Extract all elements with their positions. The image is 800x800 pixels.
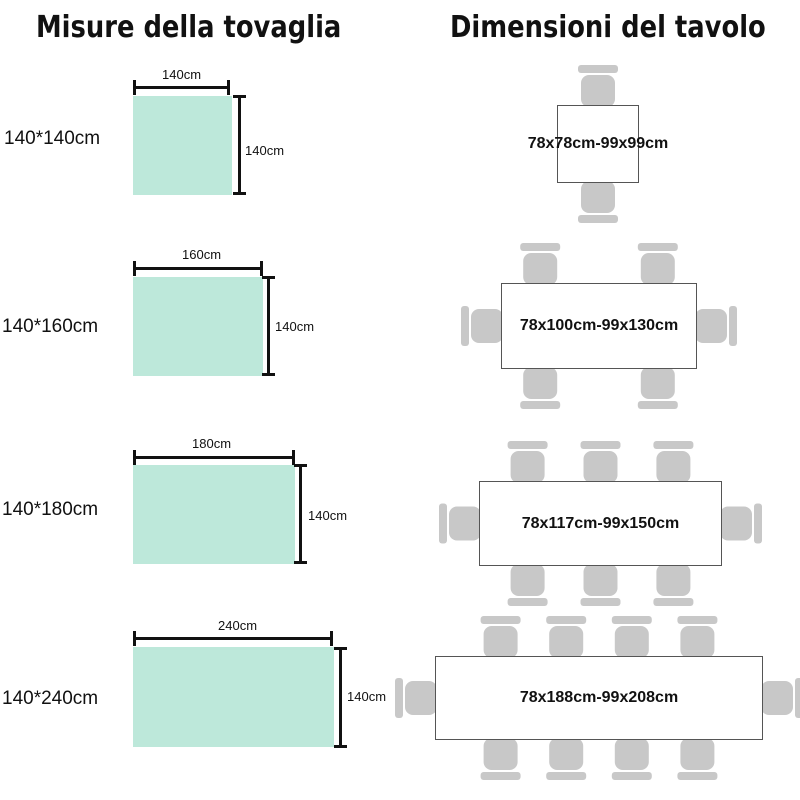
left-header: Misure della tovaglia [36,10,342,45]
chair-top-row-4-4 [677,616,718,658]
height-label-row-3: 140cm [308,508,348,523]
chair-right-row-4 [761,678,800,718]
size-label-row-4: 140*240cm [2,688,99,709]
height-bar-row-2 [262,276,275,376]
chair-left-row-2 [461,306,503,346]
width-bar-row-2 [133,261,263,276]
width-bar-row-3 [133,450,295,465]
right-header: Dimensioni del tavolo [450,10,766,45]
height-label-row-4: 140cm [347,689,387,704]
chair-top-row-4-3 [611,616,652,658]
height-bar-row-4 [334,647,347,748]
table-row-4: 78x188cm-99x208cm [435,656,763,740]
table-label-row-1: 78x78cm-99x99cm [527,135,669,152]
table-row-3: 78x117cm-99x150cm [479,481,722,566]
chair-bottom-row-3-2 [580,564,621,606]
height-label-row-1: 140cm [245,143,285,158]
chair-bottom-row-2-2 [637,367,678,409]
table-label-row-2: 78x100cm-99x130cm [519,317,679,334]
width-label-row-1: 140cm [162,67,202,82]
chair-bottom-row-2-1 [520,367,561,409]
tablecloth-row-3 [133,465,295,564]
table-label-row-4: 78x188cm-99x208cm [519,689,679,706]
table-row-1: 78x78cm-99x99cm [528,105,668,183]
size-label-row-1: 140*140cm [4,128,101,149]
height-label-row-2: 140cm [275,319,315,334]
width-label-row-4: 240cm [218,618,258,633]
chair-bottom-row-4-2 [546,738,587,780]
chair-right-row-2 [695,306,737,346]
tablecloth-row-4 [133,647,334,747]
chair-top-row-2-1 [520,243,561,285]
chair-left-row-4 [395,678,437,718]
size-label-row-3: 140*180cm [2,499,99,520]
size-label-row-2: 140*160cm [2,316,99,337]
chair-left-row-3 [439,503,481,544]
chair-bottom-row-3-3 [653,564,694,606]
width-label-row-3: 180cm [192,436,232,451]
chair-top-row-1-1 [578,65,618,107]
height-bar-row-3 [294,464,307,564]
chair-bottom-row-1-1 [578,181,618,223]
chair-top-row-3-1 [507,441,548,483]
height-bar-row-1 [233,95,246,195]
chair-bottom-row-4-4 [677,738,718,780]
chair-top-row-4-1 [480,616,521,658]
chair-right-row-3 [720,503,762,544]
width-bar-row-1 [133,80,230,95]
chair-bottom-row-4-1 [480,738,521,780]
table-label-row-3: 78x117cm-99x150cm [521,514,680,532]
chair-top-row-3-2 [580,441,621,483]
tablecloth-row-1 [133,96,232,195]
tablecloth-row-2 [133,277,263,376]
chair-top-row-3-3 [653,441,694,483]
chair-bottom-row-3-1 [507,564,548,606]
chair-top-row-4-2 [546,616,587,658]
chair-top-row-2-2 [637,243,678,285]
table-row-2: 78x100cm-99x130cm [501,283,697,369]
width-label-row-2: 160cm [182,247,222,262]
chair-bottom-row-4-3 [611,738,652,780]
width-bar-row-4 [133,631,333,646]
